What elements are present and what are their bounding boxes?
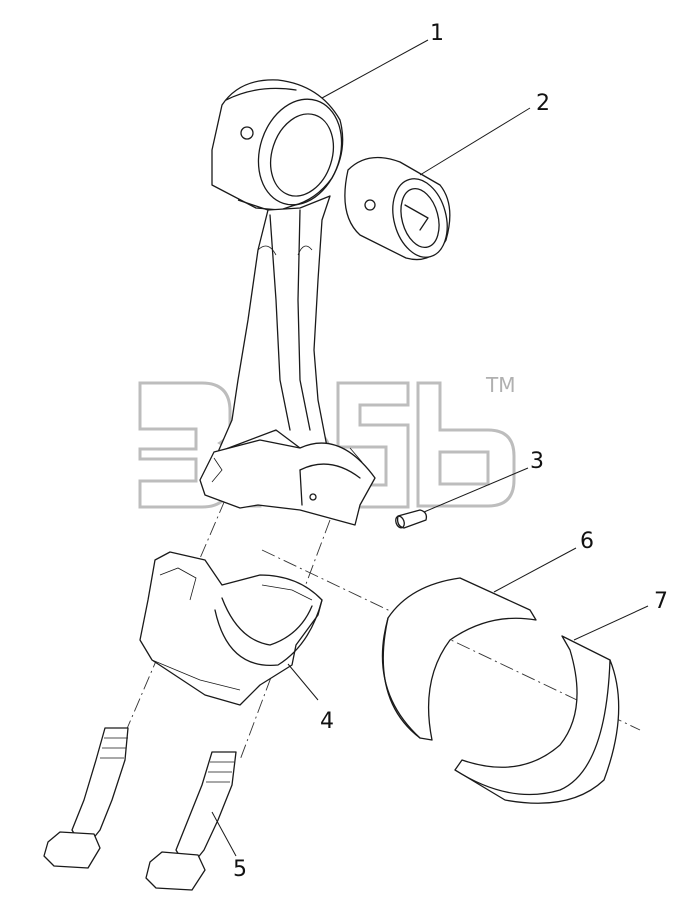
callout-numbers: 1 2 3 4 5 6 7 — [233, 21, 668, 882]
callout-1: 1 — [430, 21, 444, 46]
bolt-right — [145, 751, 237, 891]
callout-7: 7 — [654, 589, 668, 614]
rod-cap — [139, 551, 323, 706]
bushing — [344, 156, 451, 261]
callout-5: 5 — [233, 857, 247, 882]
callout-3: 3 — [530, 449, 544, 474]
trademark-label: TM — [485, 373, 515, 397]
callout-4: 4 — [320, 709, 334, 734]
bearing-shell-upper — [381, 577, 537, 741]
leader-lines — [211, 39, 649, 857]
bearing-shell-lower — [454, 635, 620, 804]
callout-6: 6 — [580, 529, 594, 554]
dowel-pin — [395, 509, 428, 529]
bolt-left — [43, 727, 129, 869]
callout-2: 2 — [536, 91, 550, 116]
connecting-rod — [199, 79, 376, 526]
connecting-rod-bolts — [43, 727, 237, 891]
